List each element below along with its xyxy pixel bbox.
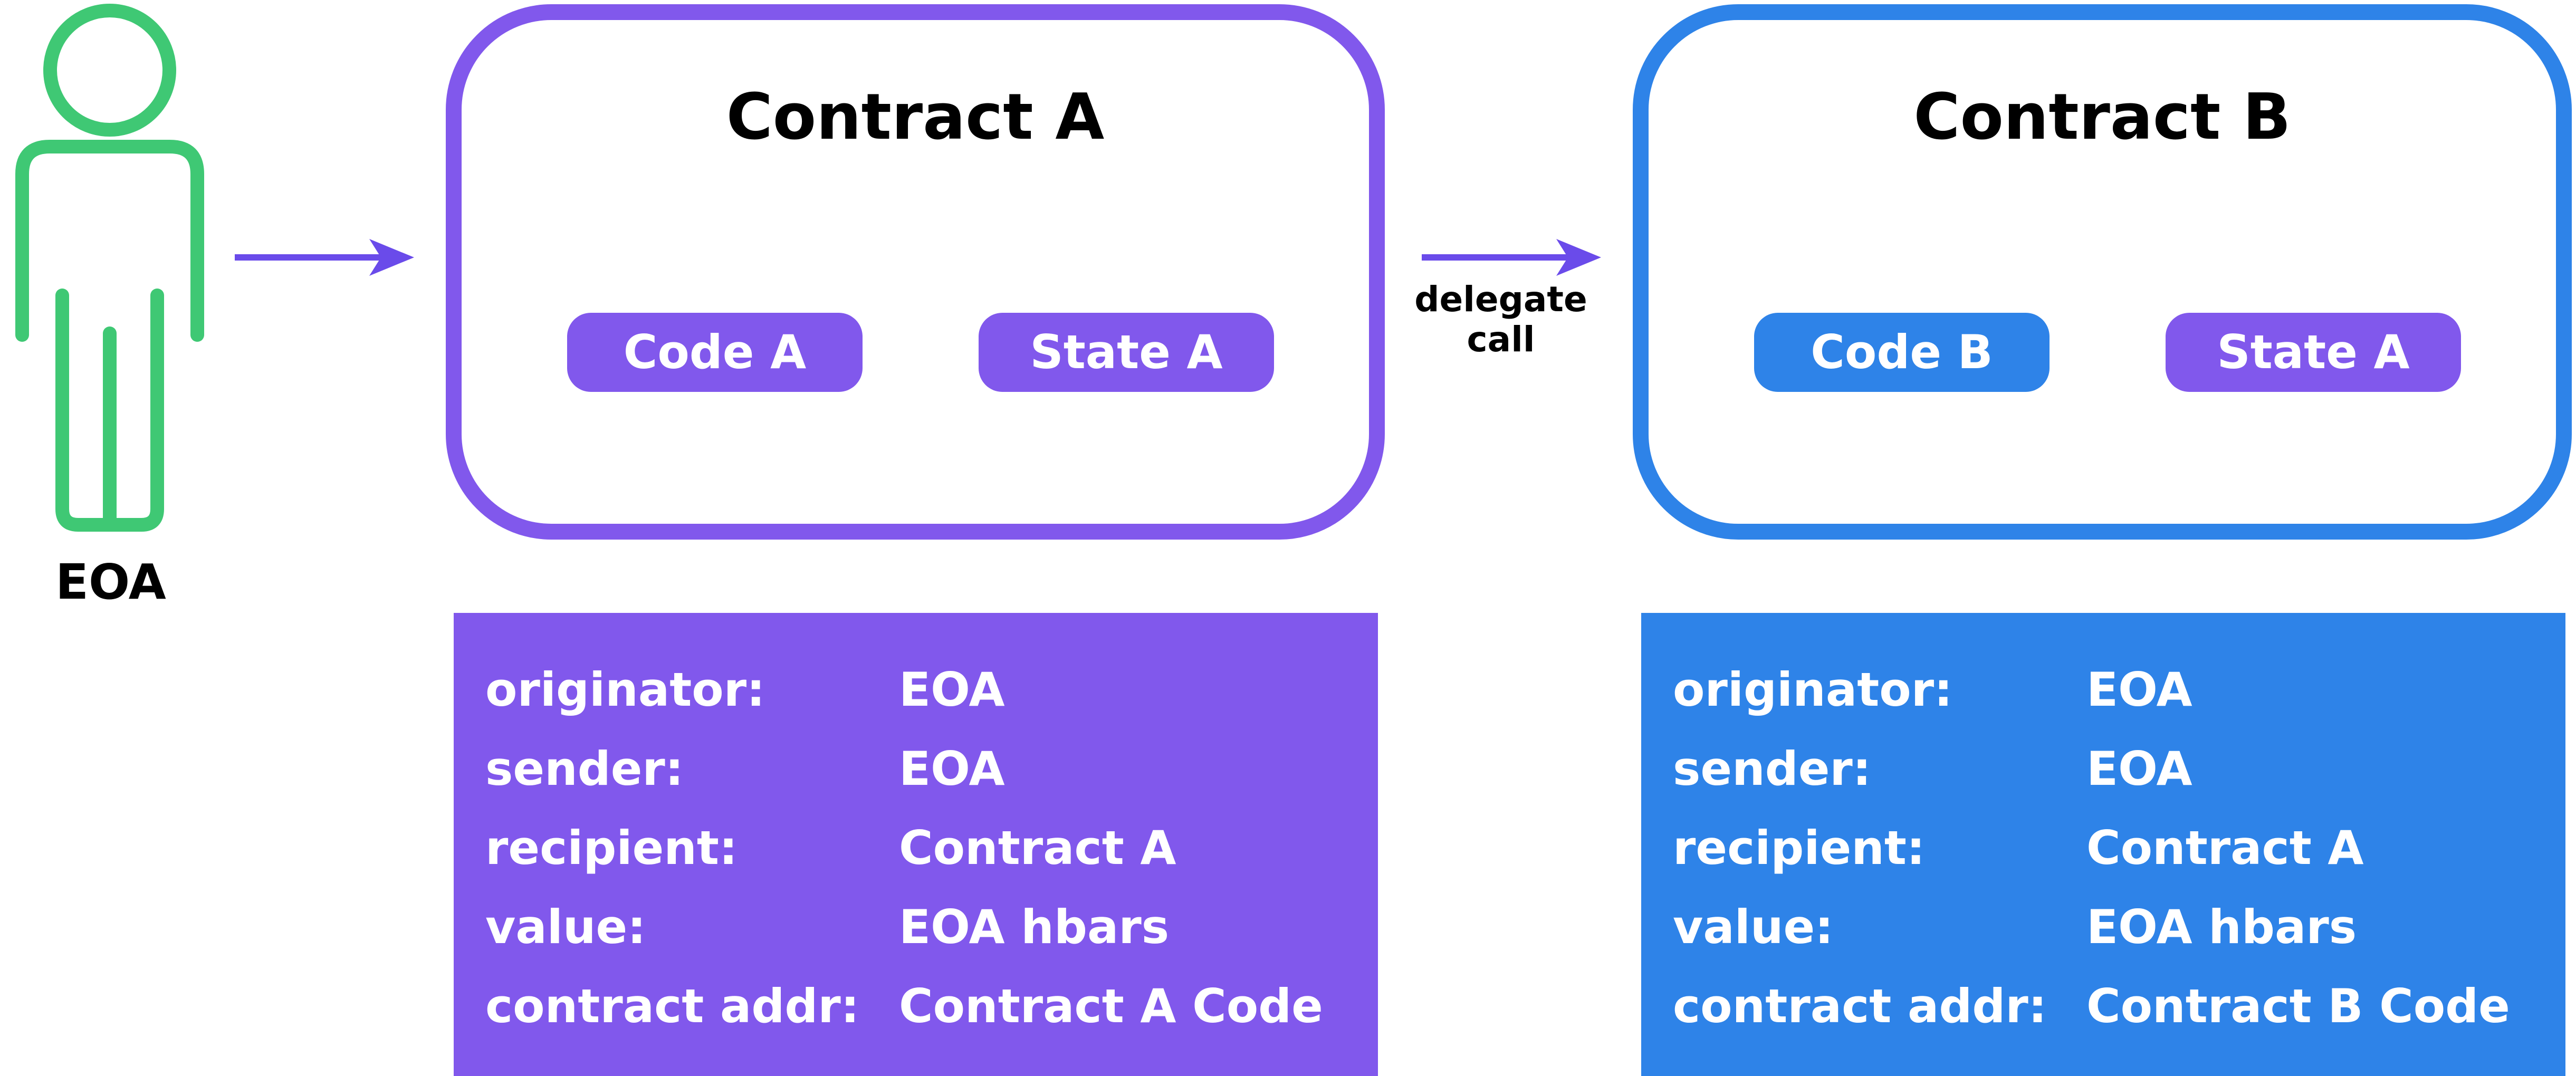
context-key: originator:: [485, 662, 765, 717]
context-row-recipient: recipient: Contract A: [1673, 808, 2565, 887]
context-key: value:: [485, 899, 646, 954]
context-value: EOA: [899, 741, 1005, 796]
contract-a-title: Contract A: [726, 81, 1105, 154]
state-a-pill: State A: [979, 313, 1274, 392]
person-head: [43, 4, 176, 137]
context-row-contract-addr: contract addr: Contract B Code: [1673, 966, 2565, 1045]
context-value: EOA: [2086, 662, 2192, 717]
context-key: recipient:: [485, 820, 738, 875]
context-key: originator:: [1673, 662, 1953, 717]
context-value: Contract A Code: [899, 978, 1323, 1033]
context-value: EOA hbars: [899, 899, 1170, 954]
call-arrow-icon: [235, 239, 414, 276]
context-key: sender:: [485, 741, 684, 796]
context-key: contract addr:: [1673, 978, 2047, 1033]
contract-a-context-panel: originator: EOA sender: EOA recipient: C…: [454, 613, 1378, 1076]
contract-b-context-panel: originator: EOA sender: EOA recipient: C…: [1641, 613, 2565, 1076]
delegate-call-arrow-icon: [1422, 239, 1601, 276]
delegate-call-line1: delegate: [1414, 279, 1587, 320]
contract-b-title: Contract B: [1913, 81, 2291, 154]
contract-b-box: Contract B Code B State A: [1633, 4, 2572, 540]
context-value: Contract A: [2086, 820, 2364, 875]
context-key: sender:: [1673, 741, 1871, 796]
context-row-sender: sender: EOA: [485, 729, 1378, 808]
context-key: contract addr:: [485, 978, 859, 1033]
context-row-originator: originator: EOA: [485, 650, 1378, 729]
context-row-recipient: recipient: Contract A: [485, 808, 1378, 887]
state-a-pill-b: State A: [2166, 313, 2461, 392]
context-row-value: value: EOA hbars: [485, 887, 1378, 966]
context-row-sender: sender: EOA: [1673, 729, 2565, 808]
eoa-label: EOA: [55, 554, 166, 610]
person-icon: [15, 4, 204, 532]
context-value: Contract A: [899, 820, 1176, 875]
context-value: EOA hbars: [2086, 899, 2357, 954]
context-key: value:: [1673, 899, 1834, 954]
code-b-pill: Code B: [1754, 313, 2050, 392]
delegate-call-label: delegate call: [1390, 280, 1612, 360]
context-row-originator: originator: EOA: [1673, 650, 2565, 729]
delegate-call-line2: call: [1467, 319, 1535, 360]
context-row-contract-addr: contract addr: Contract A Code: [485, 966, 1378, 1045]
context-value: EOA: [2086, 741, 2192, 796]
context-row-value: value: EOA hbars: [1673, 887, 2565, 966]
context-value: EOA: [899, 662, 1005, 717]
code-a-pill: Code A: [567, 313, 863, 392]
context-value: Contract B Code: [2086, 978, 2510, 1033]
person-torso: [15, 140, 204, 342]
context-key: recipient:: [1673, 820, 1926, 875]
contract-a-box: Contract A Code A State A: [446, 4, 1385, 540]
